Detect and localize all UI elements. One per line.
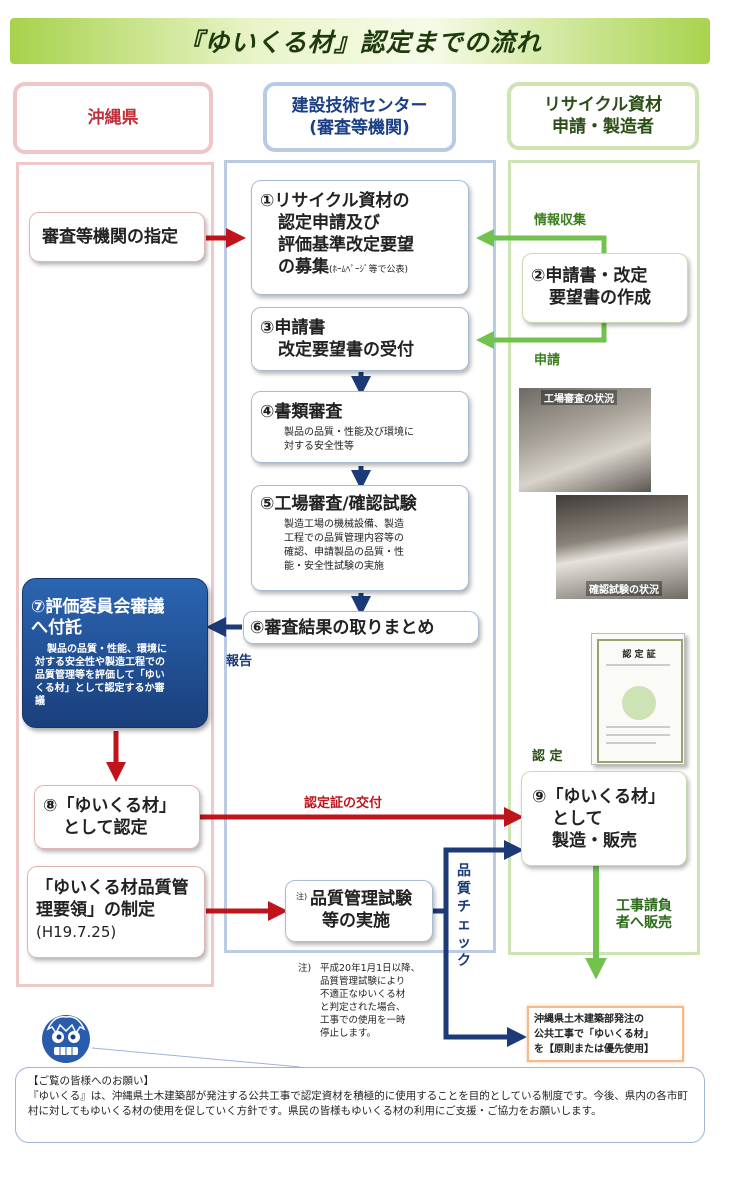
header-center: 建設技術センター (審査等機関) [263,82,456,152]
footnote: 注) 平成20年1月1日以降、 品質管理試験により 不適正なゆいくる材 と判定さ… [298,963,421,1039]
label-cert-issue: 認定証の交付 [304,796,383,811]
lane-applicant [508,160,700,955]
label-info-collect: 情報収集 [534,213,587,228]
step3-receive: ③申請書 改定要望書の受付 [251,307,469,371]
public-use-box: 沖縄県土木建築部発注の 公共工事で「ゆいくる材」 を【原則または優先使用】 [527,1006,684,1062]
label-sell: 工事請負 者へ販売 [616,898,672,931]
mascot-pointer [91,1047,301,1068]
header-applicant: リサイクル資材 申請・製造者 [507,82,699,150]
mascot-shisa-icon [40,1011,92,1065]
title-bar: 『ゆいくる材』認定までの流れ [10,18,710,64]
step2-create: ②申請書・改定 要望書の作成 [522,253,688,323]
step9-manufacture: ⑨「ゆいくる材」 として 製造・販売 [521,771,687,866]
request-note: 【ご覧の皆様へのお願い】 『ゆいくる』は、沖縄県土木建築部が発注する公共工事で認… [15,1067,705,1143]
step1-recruit: ①リサイクル資材の 認定申請及び 評価基準改定要望 の募集(ﾎｰﾑﾍﾟｰｼﾞ等で… [251,180,469,295]
step-designation: 審査等機関の指定 [29,212,205,262]
arrow-quality-check-up [433,840,524,914]
step6-summary: ⑥審査結果の取りまとめ [243,611,479,644]
label-report: 報告 [226,654,253,669]
arrow-info-collect [476,228,607,257]
lane-center [224,160,496,953]
step7-committee: ⑦評価委員会審議 へ付託 製品の品質・性能、環境に 対する安全性や製造工程での … [22,578,208,728]
quality-test: 注) 品質管理試験 等の実施 [285,880,433,942]
lane-okinawa [16,162,214,987]
label-apply: 申請 [534,353,561,368]
quality-management-rules: 「ゆいくる材品質管 理要領」の制定 (H19.7.25) [27,866,205,958]
label-quality-check: 品質チェック [457,863,471,969]
label-certify: 認 定 [532,749,563,764]
step5-factory-review: ⑤工場審査/確認試験 製造工場の機械設備、製造 工程での品質管理内容等の 確認、… [251,485,469,591]
header-okinawa: 沖縄県 [13,82,213,154]
page-title: 『ゆいくる材』認定までの流れ [178,28,542,57]
step8-certify: ⑧「ゆいくる材」 として認定 [34,785,200,849]
certificate-image: 認 定 証 [591,633,685,765]
confirmation-test-photo: 確認試験の状況 [556,495,688,599]
factory-review-photo: 工場審査の状況 [519,388,651,492]
arrow-apply [476,322,607,349]
arrow-quality-check-down [443,911,527,1047]
step4-document-review: ④書類審査 製品の品質・性能及び環境に 対する安全性等 [251,391,469,463]
